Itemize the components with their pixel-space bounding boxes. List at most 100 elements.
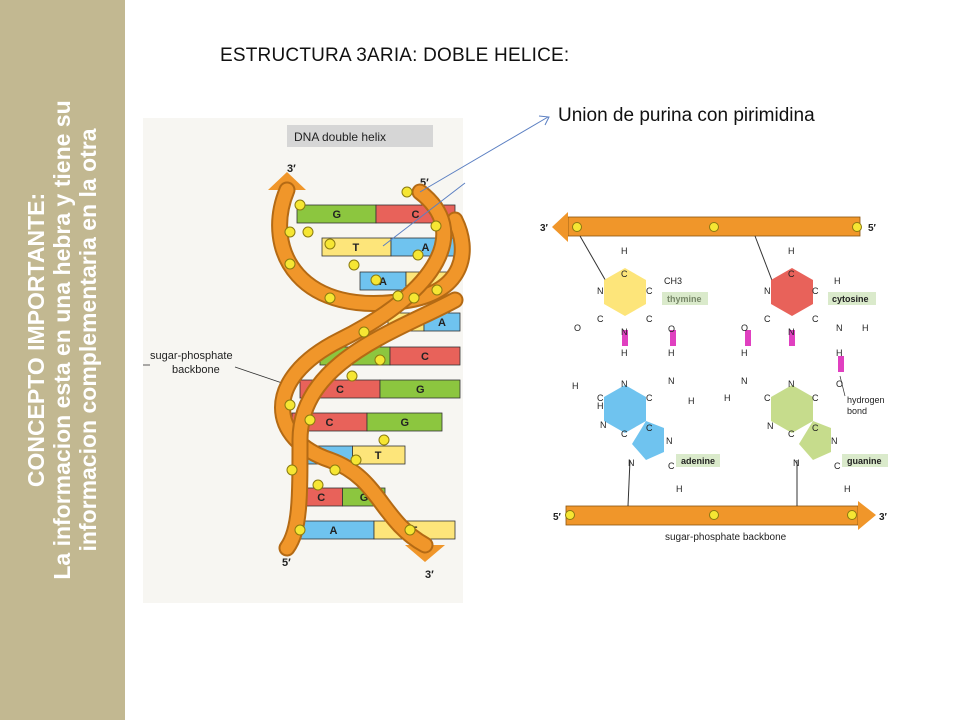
pairing-figure-background (535, 208, 895, 545)
pairing-end-5-bottom: 5′ (553, 512, 562, 523)
atom-label: C (764, 314, 771, 324)
atom-label: C (668, 461, 675, 471)
cytosine-label-box (828, 292, 876, 305)
atom-label: N (764, 286, 771, 296)
phosphate-dot (358, 326, 370, 338)
phosphate-dot (329, 464, 341, 476)
guanine-label: guanine (847, 456, 882, 466)
atom-label: H (862, 323, 869, 333)
helix-base-right-label: T (375, 450, 382, 462)
phosphate-dot (286, 464, 298, 476)
helix-base-right (352, 445, 406, 465)
guanine-ring-6 (771, 385, 813, 433)
atom-label: C (646, 286, 653, 296)
phosphate-dot (408, 292, 420, 304)
atom-label: N (836, 323, 843, 333)
pairing-bottom-arrow (858, 501, 876, 530)
atom-label: C (812, 393, 819, 403)
atom-label: O (574, 323, 581, 333)
atom-label: H (844, 484, 851, 494)
phosphate-dot (374, 354, 386, 366)
cytosine-label: cytosine (832, 294, 869, 304)
helix-base-left-label: C (317, 492, 325, 504)
adenine-backbone-link (627, 459, 631, 507)
atom-label: H (788, 246, 795, 256)
phosphate-dot (312, 479, 324, 491)
helix-top-arrow (268, 172, 306, 190)
helix-base-right-label: A (438, 317, 446, 329)
atom-label: H (668, 348, 675, 358)
pairing-top-phosphate-1 (572, 222, 582, 232)
phosphate-dot (302, 226, 314, 238)
phosphate-dot (324, 238, 336, 250)
atom-label: N (597, 286, 604, 296)
pairing-end-3-top: 3′ (540, 223, 549, 234)
atom-label: C (646, 314, 653, 324)
helix-base-right-label: G (401, 417, 410, 429)
helix-base-left-label: G (333, 209, 342, 221)
phosphate-dot (284, 399, 296, 411)
phosphate-dot (304, 414, 316, 426)
helix-base-right (366, 412, 443, 432)
phosphate-dot (294, 199, 306, 211)
pairing-bottom-phosphate-3 (847, 510, 857, 520)
atom-label: H (572, 381, 579, 391)
atom-label: H (724, 393, 731, 403)
pairing-backbone-label: sugar-phosphate backbone (665, 532, 787, 543)
atom-label: H (597, 401, 604, 411)
helix-base-left-label: T (353, 242, 360, 254)
hbond-ta-1 (622, 330, 628, 346)
atom-label: N (767, 421, 774, 431)
union-label: Union de purina con pirimidina (558, 105, 815, 126)
atom-label: H (621, 246, 628, 256)
helix-strand-back-fill (273, 183, 469, 310)
phosphate-dot (412, 249, 424, 261)
helix-backbone-pointer (234, 366, 289, 386)
thymine-ring (604, 268, 646, 316)
atom-label: C (812, 314, 819, 324)
cytosine-ring (771, 268, 813, 316)
helix-base-right-label: C (421, 351, 429, 363)
atom-label: O (741, 323, 748, 333)
helix-base-left-label: C (326, 417, 334, 429)
pairing-end-3-bottom: 3′ (879, 512, 888, 523)
hydrogen-bond-label-1: hydrogen (847, 395, 885, 405)
guanine-ring-5 (799, 421, 831, 460)
phosphate-dot (350, 454, 362, 466)
atom-label: C (621, 269, 628, 279)
adenine-ring-6 (604, 385, 646, 433)
phosphate-dot (284, 258, 296, 270)
guanine-label-box (842, 454, 888, 467)
atom-label: N (600, 420, 607, 430)
atom-label: C (788, 269, 795, 279)
hbond-ta-2 (670, 330, 676, 346)
phosphate-dot (370, 274, 382, 286)
helix-base-right (379, 379, 461, 399)
helix-end-3-top: 3′ (287, 163, 296, 175)
helix-base-left-label: C (336, 384, 344, 396)
atom-label: N (621, 327, 628, 337)
atom-label: C (764, 393, 771, 403)
helix-base-left-label: A (379, 276, 387, 288)
helix-strand-front-fill (276, 185, 451, 552)
atom-label: N (621, 379, 628, 389)
atom-label: N (788, 327, 795, 337)
phosphate-dot (431, 284, 443, 296)
helix-end-5-bottom: 5′ (282, 557, 291, 569)
atom-label: H (834, 276, 841, 286)
atom-label: H (621, 348, 628, 358)
hydrogen-bond-label-2: bond (847, 406, 867, 416)
helix-base-left-label: A (330, 525, 338, 537)
pairing-top-phosphate-3 (852, 222, 862, 232)
phosphate-dot (378, 434, 390, 446)
hbond-cg-2 (789, 330, 795, 346)
pairing-top-phosphate-2 (709, 222, 719, 232)
atom-label: N (628, 458, 635, 468)
thymine-label-box (662, 292, 708, 305)
sidebar-panel: CONCEPTO IMPORTANTE: La informacion esta… (0, 0, 125, 720)
phosphate-dot (294, 524, 306, 536)
phosphate-dot (346, 370, 358, 382)
atom-label: H (688, 396, 695, 406)
atom-label: C (788, 429, 795, 439)
atom-label: N (793, 458, 800, 468)
